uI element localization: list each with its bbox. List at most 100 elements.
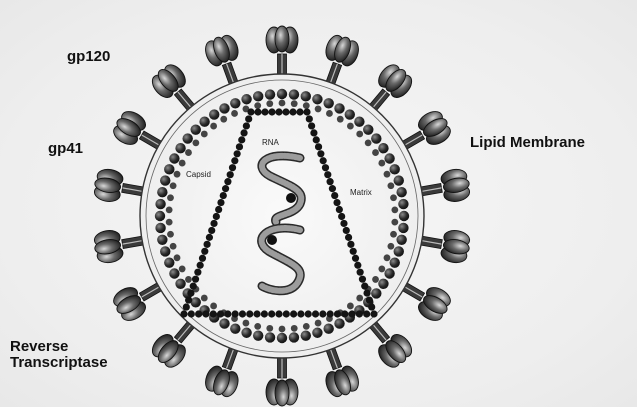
capsid-bead bbox=[297, 310, 304, 317]
matrix-bead bbox=[301, 91, 311, 101]
capsid-bead bbox=[215, 206, 222, 213]
capsid-bead bbox=[357, 269, 364, 276]
matrix-bead bbox=[384, 171, 391, 178]
matrix-bead bbox=[155, 211, 165, 221]
matrix-bead bbox=[303, 102, 310, 109]
capsid-bead bbox=[234, 150, 241, 157]
capsid-bead bbox=[290, 310, 297, 317]
matrix-bead bbox=[164, 257, 174, 267]
capsid-bead bbox=[317, 150, 324, 157]
matrix-bead bbox=[253, 91, 263, 101]
matrix-bead bbox=[253, 330, 263, 340]
capsid-bead bbox=[210, 220, 217, 227]
matrix-bead bbox=[220, 116, 227, 123]
capsid-bead bbox=[210, 310, 217, 317]
capsid-bead bbox=[313, 136, 320, 143]
matrix-bead bbox=[265, 89, 275, 99]
capsid-bead bbox=[368, 303, 375, 310]
capsid-bead bbox=[312, 310, 319, 317]
capsid-bead bbox=[224, 310, 231, 317]
matrix-bead bbox=[289, 332, 299, 342]
matrix-bead bbox=[175, 279, 185, 289]
capsid-bead bbox=[322, 164, 329, 171]
matrix-bead bbox=[387, 182, 394, 189]
matrix-bead bbox=[396, 235, 406, 245]
matrix-bead bbox=[241, 328, 251, 338]
capsid-bead bbox=[222, 185, 229, 192]
matrix-bead bbox=[185, 149, 192, 156]
matrix-bead bbox=[164, 164, 174, 174]
matrix-bead bbox=[378, 143, 388, 153]
matrix-bead bbox=[166, 206, 173, 213]
matrix-bead bbox=[201, 295, 208, 302]
capsid-bead bbox=[347, 241, 354, 248]
capsid-bead bbox=[334, 310, 341, 317]
capsid-bead bbox=[238, 136, 245, 143]
capsid-bead bbox=[370, 310, 377, 317]
matrix-bead bbox=[157, 235, 167, 245]
reverse-transcriptase-dot bbox=[267, 235, 277, 245]
glycoprotein-spike bbox=[266, 26, 298, 78]
capsid-bead bbox=[283, 310, 290, 317]
capsid-bead bbox=[327, 178, 334, 185]
matrix-bead bbox=[179, 160, 186, 167]
matrix-bead bbox=[254, 102, 261, 109]
matrix-bead bbox=[354, 116, 364, 126]
matrix-bead bbox=[155, 223, 165, 233]
capsid-bead bbox=[303, 108, 310, 115]
matrix-bead bbox=[289, 89, 299, 99]
matrix-bead bbox=[384, 254, 391, 261]
capsid-bead bbox=[275, 310, 282, 317]
matrix-bead bbox=[266, 100, 273, 107]
label-rna: RNA bbox=[262, 138, 279, 147]
capsid-bead bbox=[366, 296, 373, 303]
capsid-bead bbox=[229, 164, 236, 171]
matrix-bead bbox=[398, 223, 408, 233]
capsid-bead bbox=[201, 248, 208, 255]
matrix-bead bbox=[394, 175, 404, 185]
capsid-bead bbox=[356, 310, 363, 317]
matrix-bead bbox=[170, 182, 177, 189]
matrix-bead bbox=[384, 153, 394, 163]
matrix-bead bbox=[384, 268, 394, 278]
capsid-bead bbox=[343, 227, 350, 234]
capsid-bead bbox=[289, 108, 296, 115]
glycoprotein-spike bbox=[266, 354, 298, 406]
matrix-bead bbox=[323, 98, 333, 108]
matrix-bead bbox=[323, 324, 333, 334]
capsid-bead bbox=[320, 157, 327, 164]
label-lipid-membrane: Lipid Membrane bbox=[470, 134, 585, 151]
capsid-bead bbox=[192, 276, 199, 283]
matrix-bead bbox=[301, 330, 311, 340]
matrix-bead bbox=[326, 110, 333, 117]
capsid-bead bbox=[187, 290, 194, 297]
capsid-bead bbox=[341, 310, 348, 317]
capsid-bead bbox=[261, 108, 268, 115]
label-reverse-transcriptase-line1: Reverse bbox=[10, 339, 108, 355]
matrix-bead bbox=[378, 266, 385, 273]
matrix-bead bbox=[356, 295, 363, 302]
matrix-bead bbox=[347, 303, 354, 310]
matrix-bead bbox=[167, 194, 174, 201]
matrix-bead bbox=[347, 123, 354, 130]
capsid-bead bbox=[329, 185, 336, 192]
matrix-bead bbox=[277, 89, 287, 99]
matrix-bead bbox=[210, 303, 217, 310]
matrix-bead bbox=[231, 110, 238, 117]
matrix-bead bbox=[265, 332, 275, 342]
matrix-bead bbox=[174, 171, 181, 178]
capsid-bead bbox=[253, 310, 260, 317]
capsid-bead bbox=[324, 171, 331, 178]
capsid-bead bbox=[199, 255, 206, 262]
matrix-bead bbox=[279, 100, 286, 107]
capsid-bead bbox=[217, 310, 224, 317]
capsid-bead bbox=[195, 310, 202, 317]
matrix-bead bbox=[191, 297, 201, 307]
matrix-bead bbox=[315, 106, 322, 113]
matrix-bead bbox=[230, 324, 240, 334]
capsid-bead bbox=[204, 241, 211, 248]
capsid-bead bbox=[327, 310, 334, 317]
capsid-bead bbox=[206, 234, 213, 241]
matrix-bead bbox=[174, 254, 181, 261]
matrix-bead bbox=[291, 100, 298, 107]
